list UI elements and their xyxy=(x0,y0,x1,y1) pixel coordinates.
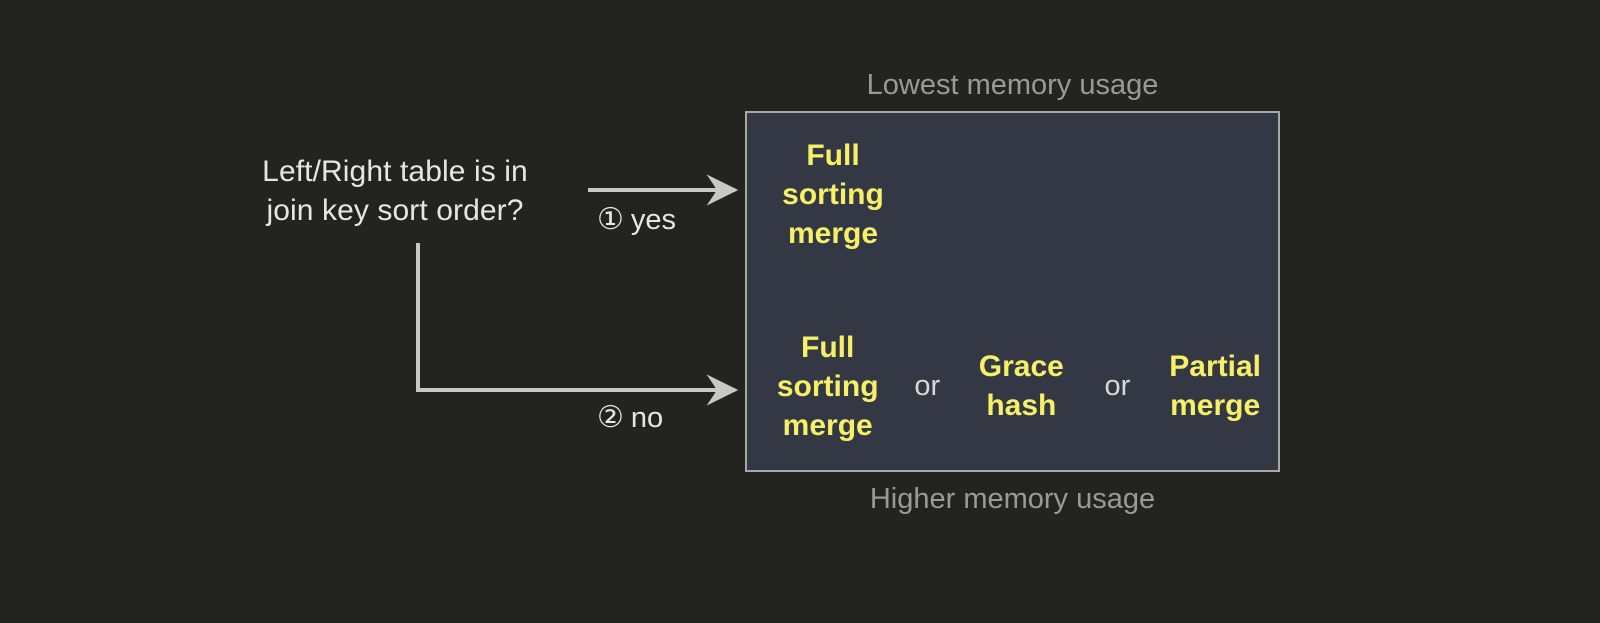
caption-higher-memory: Higher memory usage xyxy=(869,483,1156,515)
outcome-full-sorting-merge-bottom: Full sorting merge xyxy=(776,330,879,442)
branch-text-1: yes xyxy=(630,204,677,236)
outcome-row-yes: Full sorting merge xyxy=(747,129,1278,259)
outcomes-panel: Full sorting merge Full sorting merge or… xyxy=(745,111,1280,472)
branch-marker-2: ② xyxy=(597,401,624,434)
caption-lowest-memory: Lowest memory usage xyxy=(866,69,1159,101)
decision-question: Left/Right table is in join key sort ord… xyxy=(262,155,528,227)
outcome-grace-hash: Grace hash xyxy=(978,350,1064,422)
arrow-no xyxy=(416,243,739,406)
branch-text-2: no xyxy=(630,402,664,434)
outcome-separator-1: or xyxy=(914,369,941,402)
outcome-row-no: Full sorting merge or Grace hash or Part… xyxy=(747,321,1278,451)
outcome-separator-2: or xyxy=(1104,369,1131,402)
outcome-partial-merge: Partial merge xyxy=(1169,350,1261,422)
outcome-full-sorting-merge-top: Full sorting merge xyxy=(782,138,884,250)
branch-marker-1: ① xyxy=(597,203,624,236)
